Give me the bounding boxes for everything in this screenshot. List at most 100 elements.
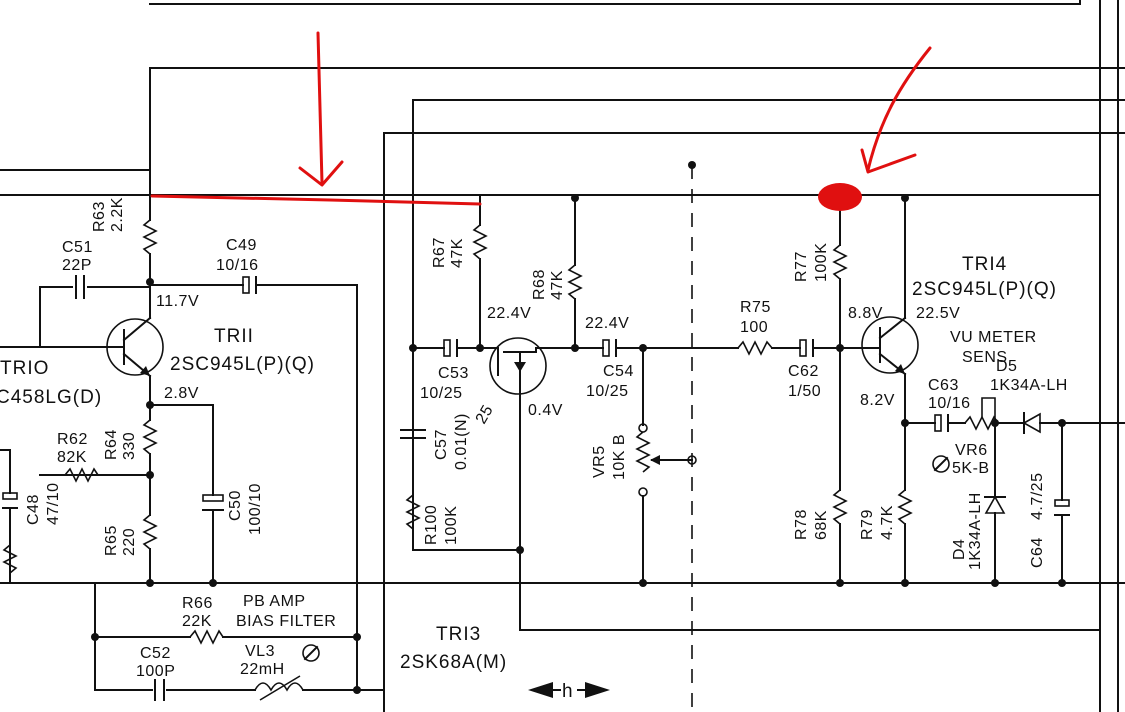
tr11-part-label: 2SC945L(P)(Q) <box>170 354 315 375</box>
r79-ref-label: R79 <box>859 509 876 540</box>
h-marker-right-arrow <box>585 682 610 698</box>
vr5-value-label: 10K B <box>611 434 628 480</box>
vr5-terminal-bottom <box>638 487 648 497</box>
r78-resistor <box>832 489 848 525</box>
tr13-source-arrow <box>514 362 526 372</box>
c52-value-label: 100P <box>136 663 175 680</box>
c50-ref-label: C50 <box>227 490 244 521</box>
c51-ref-label: C51 <box>62 239 93 256</box>
d4-diode <box>984 495 1006 514</box>
c53-ref-label: C53 <box>438 365 469 382</box>
vl3-ref-label: VL3 <box>245 643 275 660</box>
c57-ref-label: C57 <box>433 429 450 460</box>
tr13-drain-voltage: 22.4V <box>487 305 531 322</box>
tr11-emitter-arrow <box>140 366 150 376</box>
tr10-part-label: C458LG(D) <box>0 387 102 408</box>
r79-value-label: 4.7K <box>879 505 896 540</box>
left-resistor <box>2 544 18 574</box>
r75-ref-label: R75 <box>740 299 771 316</box>
r64-ref-label: R64 <box>103 429 120 460</box>
d4-ref-label: D4 <box>951 539 968 560</box>
h-marker-left-arrow <box>528 682 553 698</box>
r77-ref-label: R77 <box>793 251 810 282</box>
c64-plate-pos <box>1054 499 1070 507</box>
c54-ref-label: C54 <box>603 363 634 380</box>
tr13-source-voltage: 0.4V <box>528 402 563 419</box>
tr14-base-voltage: 8.8V <box>848 305 883 322</box>
vr6-value-label: 5K-B <box>952 460 990 477</box>
tr13-fet <box>489 337 547 395</box>
vr5-wiper-arrow <box>650 455 660 465</box>
vu-meter-label: VU METER <box>950 329 1037 346</box>
c48-value-label: 47/10 <box>45 482 62 525</box>
vr5-wiper-terminal <box>687 455 697 465</box>
r77-resistor <box>832 244 848 280</box>
c57-value-label: 0.01(N) <box>453 413 470 470</box>
r100-value-label: 100K <box>443 506 460 545</box>
h-marker-label: h <box>562 681 574 702</box>
pb-amp-label: PB AMP <box>243 593 306 610</box>
red-arrow-2-shaft <box>866 46 932 172</box>
r78-ref-label: R78 <box>793 509 810 540</box>
c54-plate-pos <box>602 339 610 357</box>
vr6-adjust-slot <box>933 456 949 472</box>
r68-resistor <box>567 264 583 300</box>
r78-value-label: 68K <box>813 510 830 540</box>
junction-dot <box>688 161 696 169</box>
r75-resistor <box>737 340 773 356</box>
d5-ref-label: D5 <box>996 358 1017 375</box>
c62-ref-label: C62 <box>788 363 819 380</box>
red-marker-blob <box>818 183 862 211</box>
r68-value-label: 47K <box>549 270 566 300</box>
tr11-collector <box>122 316 152 342</box>
junction-dot <box>353 633 361 641</box>
d5-diode <box>1022 412 1041 434</box>
junction-dot <box>901 194 909 202</box>
tr14-name-label: TRI4 <box>962 254 1007 275</box>
c64-ref-label: C64 <box>1029 537 1046 568</box>
r67-ref-label: R67 <box>431 237 448 268</box>
vr5-ref-label: VR5 <box>591 445 608 478</box>
tr14-part-label: 2SC945L(P)(Q) <box>912 279 1057 300</box>
r62-value-label: 82K <box>57 449 87 466</box>
r64-resistor <box>142 419 158 455</box>
r75-value-label: 100 <box>740 319 768 336</box>
c62-plate-pos <box>799 339 807 357</box>
vl3-adjust-screw <box>302 644 320 662</box>
red-arrow-1-head <box>298 160 344 187</box>
c57-rating-label: 25 <box>473 402 497 427</box>
c48-ref-label: C48 <box>25 494 42 525</box>
tr11-name-label: TRII <box>214 326 254 347</box>
junction-dot <box>353 686 361 694</box>
r66-resistor <box>189 629 224 645</box>
c64-value-label: 4.7/25 <box>1029 473 1046 520</box>
vr6-adjust-screw <box>932 455 950 473</box>
junction-dot <box>571 194 579 202</box>
vr6-wiper <box>981 397 996 423</box>
c50-value-label: 100/10 <box>247 483 264 535</box>
r67-value-label: 47K <box>449 238 466 268</box>
r64-value-label: 330 <box>121 432 138 460</box>
d4-value-label: 1K34A-LH <box>967 492 984 570</box>
junction-dot <box>1058 579 1066 587</box>
c52-ref-label: C52 <box>140 645 171 662</box>
c63-value-label: 10/16 <box>928 395 971 412</box>
d5-value-label: 1K34A-LH <box>990 377 1068 394</box>
c49-plate-pos <box>242 276 250 294</box>
c54-node-voltage: 22.4V <box>585 315 629 332</box>
tr14-collector-voltage: 22.5V <box>916 305 960 322</box>
junction-dot <box>991 579 999 587</box>
r63-ref-label: R63 <box>91 201 108 232</box>
junction-dot <box>639 579 647 587</box>
vr5-potentiometer <box>635 431 651 473</box>
r62-resistor <box>64 467 99 483</box>
r100-ref-label: R100 <box>423 505 440 545</box>
tr11-emitter-voltage: 2.8V <box>164 385 199 402</box>
c49-ref-label: C49 <box>226 237 257 254</box>
c54-value-label: 10/25 <box>586 383 629 400</box>
red-arrow-2-head <box>860 148 917 174</box>
tr10-name-label: TRIO <box>0 358 49 379</box>
r68-ref-label: R68 <box>531 269 548 300</box>
r63-value-label: 2.2K <box>109 197 126 232</box>
